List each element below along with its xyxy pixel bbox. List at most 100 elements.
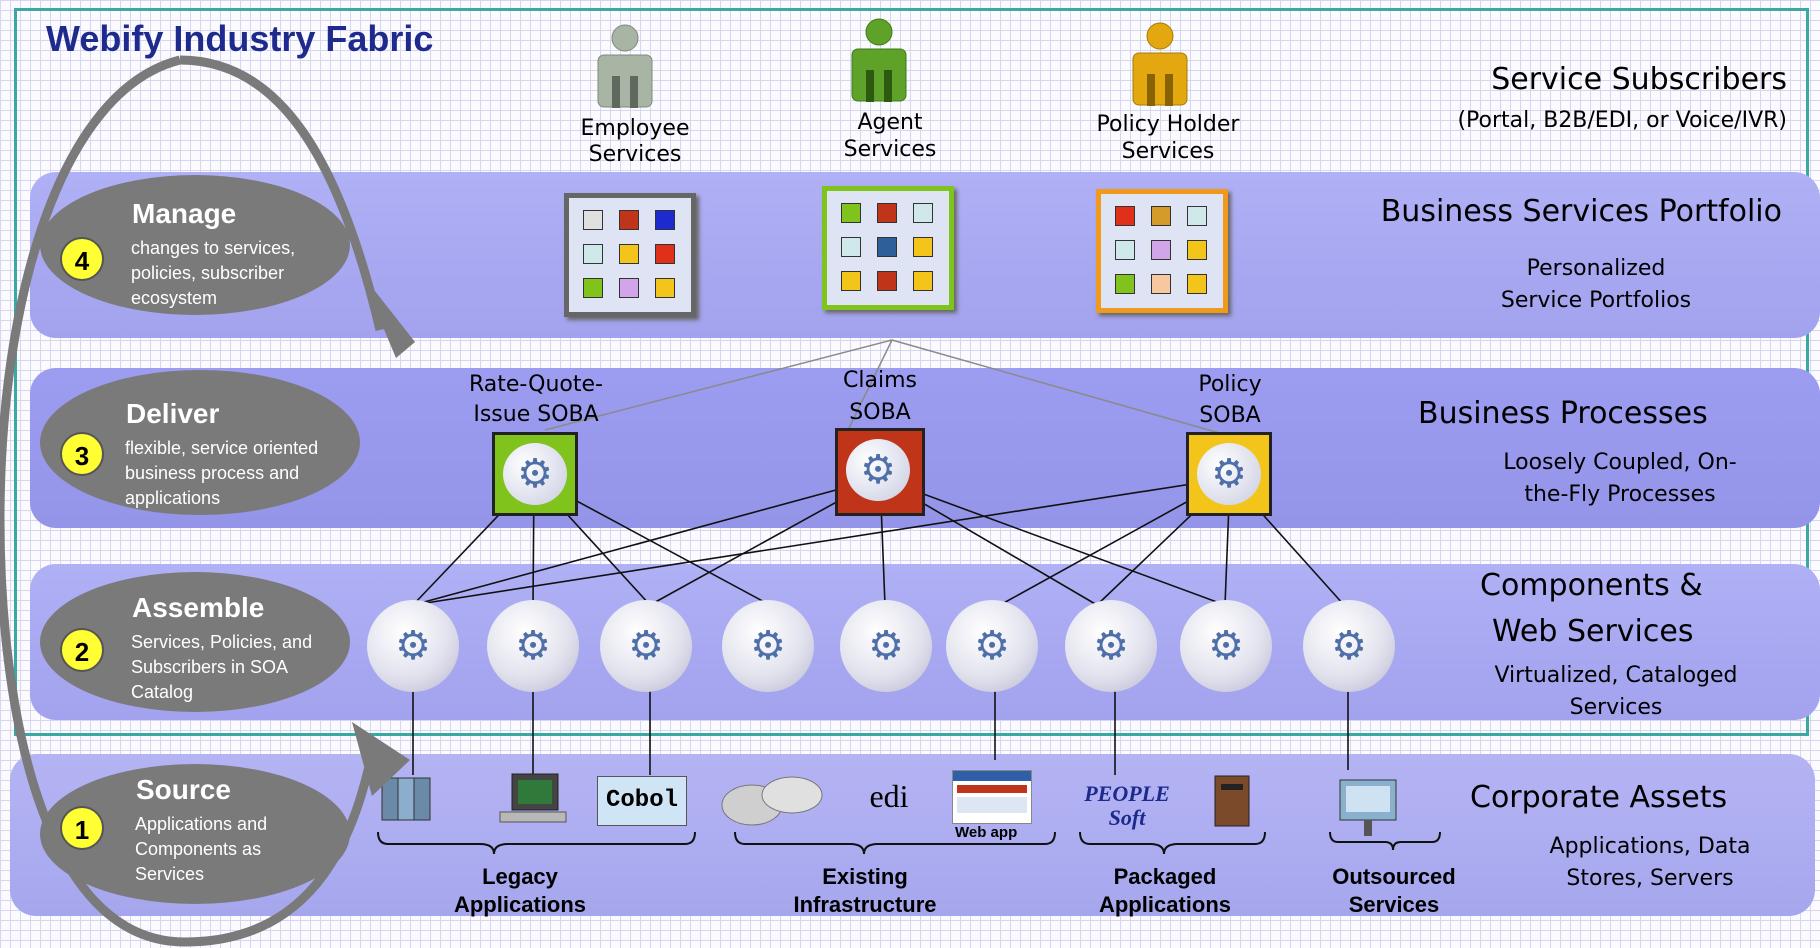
portfolio-cell <box>1151 274 1171 294</box>
web-service-gear-icon[interactable]: ⚙ <box>946 600 1038 692</box>
step-number-1: 1 <box>60 806 104 850</box>
claims-label-1: Claims <box>843 368 917 393</box>
rate-quote-soba[interactable]: ⚙ <box>492 432 578 516</box>
portfolio-cell <box>841 203 861 223</box>
portfolio-cell <box>841 271 861 291</box>
portfolio-cell <box>655 244 675 264</box>
gear-glyph: ⚙ <box>1331 623 1367 669</box>
agent-portfolio <box>822 186 954 310</box>
legacy-label-1: Legacy <box>482 864 558 889</box>
gear-glyph: ⚙ <box>860 447 896 493</box>
gear-glyph: ⚙ <box>974 623 1010 669</box>
policy-label-2: SOBA <box>1199 403 1261 428</box>
cobol-logo: Cobol <box>597 776 687 826</box>
assets-heading: Corporate Assets <box>1470 780 1728 815</box>
policy-holder-portfolio <box>1096 189 1228 313</box>
portfolio-cell <box>655 278 675 298</box>
gear-glyph: ⚙ <box>1093 623 1129 669</box>
rate-quote-label-2: Issue SOBA <box>473 402 599 427</box>
gear-icon: ⚙ <box>846 439 910 501</box>
claims-soba[interactable]: ⚙ <box>835 428 925 516</box>
gear-glyph: ⚙ <box>1211 451 1247 497</box>
portfolio-sub-1: Personalized <box>1526 256 1666 281</box>
web-service-gear-icon[interactable]: ⚙ <box>840 600 932 692</box>
components-sub-2: Services <box>1569 695 1663 720</box>
step-number-2: 2 <box>60 628 104 672</box>
portfolio-cell <box>583 278 603 298</box>
peoplesoft-logo: PEOPLESoft <box>1084 781 1170 830</box>
components-heading-1: Components & <box>1480 568 1703 603</box>
page-title: Webify Industry Fabric <box>46 18 434 59</box>
legacy-label-2: Applications <box>453 892 586 917</box>
deliver-desc: flexible, service oriented business proc… <box>125 438 319 508</box>
agent-label-1: Agent <box>857 110 923 135</box>
subscribers-sub: (Portal, B2B/EDI, or Voice/IVR) <box>1457 108 1787 133</box>
components-sub-1: Virtualized, Cataloged <box>1494 663 1738 688</box>
components-heading-2: Web Services <box>1492 614 1694 649</box>
webapp-screenshot-icon <box>952 770 1032 824</box>
webapp-label: Web app <box>955 824 1018 841</box>
infrastructure-label-1: Existing <box>822 864 908 889</box>
packaged-label-2: Applications <box>1098 892 1231 917</box>
portfolio-cell <box>877 271 897 291</box>
source-title: Source <box>136 774 231 805</box>
portfolio-cell <box>583 210 603 230</box>
web-service-gear-icon[interactable]: ⚙ <box>1065 600 1157 692</box>
assemble-title: Assemble <box>132 592 265 623</box>
step-number-4: 4 <box>60 237 104 281</box>
processes-sub-1: Loosely Coupled, On- <box>1503 450 1737 475</box>
assemble-desc: Services, Policies, and Subscribers in S… <box>131 632 313 702</box>
employee-label-1: Employee <box>580 116 690 141</box>
manage-title: Manage <box>132 198 237 229</box>
portfolio-cell <box>655 210 675 230</box>
claims-label-2: SOBA <box>849 400 911 425</box>
gear-icon: ⚙ <box>503 443 567 505</box>
employee-portfolio <box>564 193 696 317</box>
portfolio-cell <box>1151 206 1171 226</box>
policy-soba[interactable]: ⚙ <box>1186 432 1272 516</box>
portfolio-cell <box>583 244 603 264</box>
portfolio-heading: Business Services Portfolio <box>1380 194 1782 229</box>
agent-label-2: Services <box>843 137 937 162</box>
processes-sub-2: the-Fly Processes <box>1524 482 1716 507</box>
gear-glyph: ⚙ <box>1208 623 1244 669</box>
portfolio-cell <box>1115 240 1135 260</box>
gear-icon: ⚙ <box>1197 443 1261 505</box>
portfolio-cell <box>841 237 861 257</box>
portfolio-cell <box>877 237 897 257</box>
assets-sub-2: Stores, Servers <box>1566 866 1734 891</box>
processes-heading: Business Processes <box>1418 396 1708 431</box>
portfolio-cell <box>913 203 933 223</box>
web-service-gear-icon[interactable]: ⚙ <box>600 600 692 692</box>
web-service-gear-icon[interactable]: ⚙ <box>1303 600 1395 692</box>
rate-quote-label-1: Rate-Quote- <box>468 372 603 397</box>
gear-glyph: ⚙ <box>395 623 431 669</box>
portfolio-cell <box>1187 240 1207 260</box>
deliver-title: Deliver <box>126 398 220 429</box>
policy-label-1: Policy <box>1198 372 1262 397</box>
web-service-gear-icon[interactable]: ⚙ <box>722 600 814 692</box>
employee-label-2: Services <box>588 142 682 167</box>
gear-glyph: ⚙ <box>750 623 786 669</box>
portfolio-cell <box>1115 206 1135 226</box>
gear-glyph: ⚙ <box>517 451 553 497</box>
portfolio-cell <box>1115 274 1135 294</box>
source-desc: Applications and Components as Services <box>135 814 268 884</box>
portfolio-cell <box>913 271 933 291</box>
web-service-gear-icon[interactable]: ⚙ <box>487 600 579 692</box>
packaged-label-1: Packaged <box>1113 864 1217 889</box>
infrastructure-label-2: Infrastructure <box>793 892 937 917</box>
manage-desc: changes to services, policies, subscribe… <box>131 238 296 308</box>
assets-sub-1: Applications, Data <box>1549 834 1751 859</box>
portfolio-sub-2: Service Portfolios <box>1500 288 1692 313</box>
web-service-gear-icon[interactable]: ⚙ <box>1180 600 1272 692</box>
policy-holder-label-2: Services <box>1121 139 1215 164</box>
portfolio-cell <box>1187 206 1207 226</box>
portfolio-cell <box>1187 274 1207 294</box>
edi-logo: edi <box>869 778 909 814</box>
outsourced-label-2: Services <box>1348 892 1440 917</box>
policy-holder-label-1: Policy Holder <box>1096 112 1240 137</box>
portfolio-cell <box>1151 240 1171 260</box>
portfolio-cell <box>619 210 639 230</box>
web-service-gear-icon[interactable]: ⚙ <box>367 600 459 692</box>
